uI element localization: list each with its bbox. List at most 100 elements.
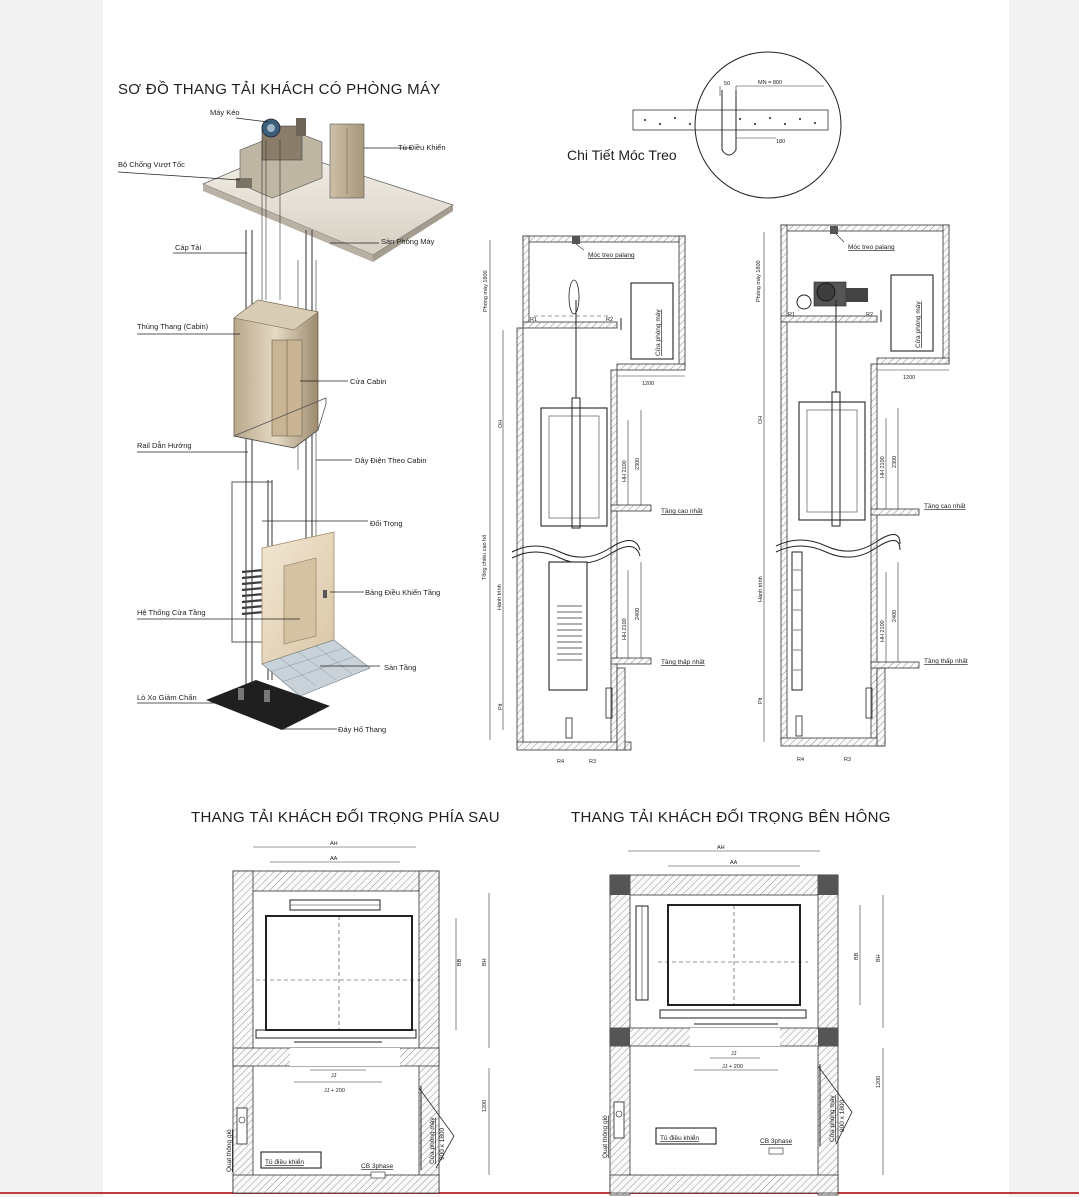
top-landing-slab	[610, 504, 652, 512]
bh-label: BH	[876, 954, 882, 962]
shaft-left-wall	[780, 321, 788, 743]
top-floor-label: Tầng cao nhất	[661, 506, 703, 515]
cb-box	[768, 1147, 784, 1155]
cabin-roof	[233, 299, 319, 331]
room-door-label: Cửa phòng máy	[428, 1117, 436, 1164]
r3-label: R3	[844, 757, 851, 763]
elevator-illustration: SƠ ĐỒ THANG TẢI KHÁCH CÓ PHÒNG MÁY	[117, 80, 454, 734]
control-cabinet-box	[655, 1127, 717, 1145]
jj-label: JJ	[331, 1073, 337, 1079]
cb-label: CB 3phase	[361, 1163, 394, 1170]
landing-button-panel	[323, 590, 327, 598]
label-cap-tai: Cáp Tải	[175, 243, 201, 252]
floor-tile-lines	[269, 645, 357, 687]
dim-2400: 2400	[892, 610, 898, 622]
illustration-title: SƠ ĐỒ THANG TẢI KHÁCH CÓ PHÒNG MÁY	[118, 80, 441, 98]
r2-label: R2	[606, 317, 613, 323]
label-san-tang: Sàn Tầng	[384, 663, 416, 672]
plan-side-title: THANG TẢI KHÁCH ĐỐI TRỌNG BÊN HÔNG	[571, 808, 891, 826]
bottom-floor-label: Tầng thấp nhất	[924, 656, 968, 665]
aa-label: AA	[330, 856, 338, 862]
aa-label: AA	[730, 860, 738, 866]
break-line	[775, 534, 901, 552]
label-day-ho-thang: Đáy Hố Thang	[338, 725, 386, 734]
break-line-2	[511, 546, 641, 564]
cabin-top-floor	[540, 407, 608, 527]
jj200-label: JJ + 200	[324, 1088, 345, 1094]
corner-col-br	[818, 1028, 838, 1046]
room-door-label: Cửa phòng máy	[914, 301, 922, 348]
hook-anchor	[572, 236, 580, 244]
pit-right-wall	[876, 667, 886, 747]
motor-brake	[296, 118, 306, 136]
cb-box	[370, 1171, 386, 1179]
hh-bottom-label: HH 2100	[880, 620, 886, 642]
jj-label: JJ	[731, 1051, 737, 1057]
hook-bar	[721, 90, 737, 156]
control-cabinet-box	[260, 1151, 322, 1169]
hook-label: Móc treo palang	[588, 252, 635, 259]
counterweight-bottom	[548, 561, 588, 691]
corner-col-tr	[818, 875, 838, 895]
r4-label: R4	[557, 759, 564, 765]
bottom-wall	[609, 1174, 839, 1194]
mr-floor	[780, 315, 878, 323]
label-tu-dieu-khien: Tủ Điều Khiển	[398, 143, 446, 152]
machine-room-height: Phòng máy 1800	[483, 270, 489, 312]
corner-col-bl	[610, 1028, 630, 1046]
bottom-floor-label: Tầng thấp nhất	[661, 657, 705, 666]
plan-side: THANG TẢI KHÁCH ĐỐI TRỌNG BÊN HÔNG AH AA…	[571, 808, 891, 1196]
top-landing-slab	[870, 508, 920, 516]
ah-label: AH	[330, 841, 338, 847]
shaft-left-wall	[516, 327, 524, 749]
label-he-thong-cua-tang: Hệ Thống Cửa Tầng	[137, 608, 206, 617]
bottom-wall	[232, 1174, 440, 1194]
bh-label: BH	[482, 958, 488, 966]
fan-label: Quạt thông gió	[226, 1129, 233, 1172]
sheave-hub	[267, 124, 275, 132]
bottom-landing-slab	[610, 657, 652, 665]
motor	[846, 288, 868, 302]
buffer-left	[795, 715, 803, 737]
hook-detail: Chi Tiết Móc Treo 50 MN = 800 180	[567, 51, 842, 199]
dim-2400: 2400	[635, 608, 641, 620]
dim-1200: 1200	[876, 1076, 882, 1088]
hook-detail-title: Chi Tiết Móc Treo	[567, 147, 677, 163]
dim-1200: 1200	[642, 381, 654, 387]
left-wall	[232, 870, 254, 1194]
pit-floor-slab	[516, 741, 632, 751]
section-rear: Móc treo palang Cửa phòng máy R1 R2 1200	[481, 235, 705, 765]
bottom-red-rule	[0, 1192, 1079, 1194]
dim-1200: 1200	[903, 375, 915, 381]
bb-label: BB	[457, 958, 463, 966]
slab-edge	[203, 184, 373, 262]
counterweight-plates	[557, 605, 582, 661]
room-door-size: 900 x 1800	[439, 1127, 446, 1160]
beam-section	[632, 109, 829, 131]
traction-sheave-icon	[816, 282, 836, 302]
cabinet-label: Tủ điều khiển	[660, 1133, 699, 1142]
travel-label: Hành trình	[758, 576, 764, 602]
label-bang-dieu-khien-tang: Bảng Điều Khiển Tầng	[365, 588, 440, 597]
machine-room-door	[630, 282, 674, 360]
hh-top-label: HH 2100	[622, 460, 628, 482]
mr-ledge	[876, 357, 950, 365]
slab-edge-side	[373, 205, 453, 262]
mr-roof	[780, 224, 950, 232]
hook-leader	[575, 243, 585, 251]
door-sill	[659, 1009, 807, 1019]
mr-roof	[522, 235, 686, 243]
dim-mn: MN = 800	[758, 80, 782, 86]
counterweight-plates	[793, 569, 801, 671]
label-thung-thang: Thùng Thang (Cabin)	[137, 322, 209, 331]
landing-door	[283, 557, 317, 645]
section-side: Móc treo palang Cửa phòng máy R1 R2 1200	[756, 224, 968, 763]
label-cua-cabin: Cửa Cabin	[350, 377, 386, 386]
oh-label: OH	[758, 416, 764, 424]
fan-box	[236, 1107, 248, 1145]
mr-right-wall	[942, 224, 950, 364]
door-opening	[690, 1028, 780, 1046]
top-floor-label: Tầng cao nhất	[924, 501, 966, 510]
hh-top-label: HH 2100	[880, 456, 886, 478]
